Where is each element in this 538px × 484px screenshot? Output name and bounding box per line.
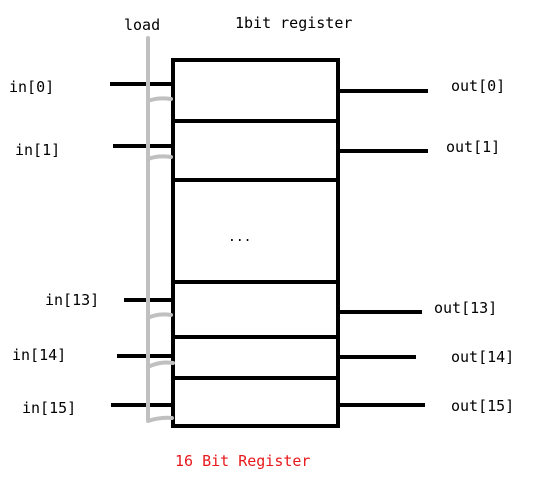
input-label-15: in[15] [22, 399, 76, 417]
output-label-15: out[15] [451, 397, 514, 415]
output-label-13: out[13] [434, 299, 497, 317]
input-label-1: in[1] [15, 141, 60, 159]
output-label-14: out[14] [451, 348, 514, 366]
register-label: 1bit register [235, 14, 352, 32]
input-label-13: in[13] [45, 291, 99, 309]
load-line [146, 36, 175, 423]
register-body [171, 58, 340, 428]
input-label-0: in[0] [9, 78, 54, 96]
ellipsis-text: ... [228, 230, 251, 245]
load-label: load [124, 16, 160, 34]
output-label-0: out[0] [451, 77, 505, 95]
diagram-caption: 16 Bit Register [175, 452, 310, 470]
output-label-1: out[1] [446, 138, 500, 156]
input-label-14: in[14] [12, 346, 66, 364]
